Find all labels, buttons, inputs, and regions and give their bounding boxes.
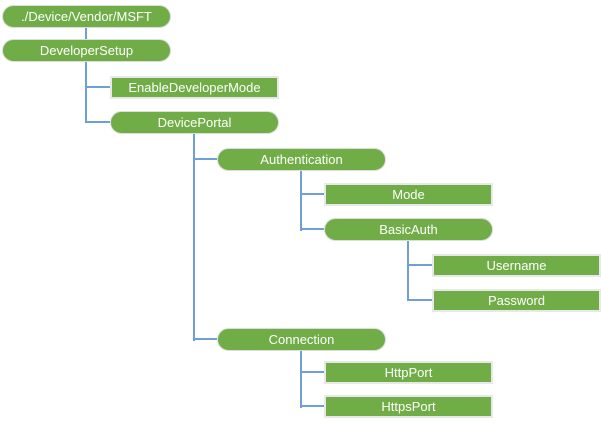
node-mode: Mode — [324, 183, 493, 206]
node-root-path: ./Device/Vendor/MSFT — [2, 5, 171, 28]
connector-to-deviceportal — [85, 121, 110, 123]
node-authentication: Authentication — [217, 148, 386, 171]
node-httpport: HttpPort — [324, 361, 493, 384]
node-developersetup: DeveloperSetup — [2, 39, 171, 62]
connector-to-username — [407, 264, 432, 266]
connector-basicauth-trunk — [407, 241, 409, 301]
connector-deviceportal-trunk — [193, 134, 195, 341]
connector-developersetup-trunk — [85, 62, 87, 123]
connector-to-basicauth — [300, 228, 324, 230]
connector-to-mode — [300, 193, 324, 195]
node-connection: Connection — [217, 328, 386, 351]
connector-to-password — [407, 299, 432, 301]
connector-to-httpsport — [300, 405, 324, 407]
connector-to-authentication — [193, 158, 217, 160]
connector-to-connection — [193, 338, 217, 340]
node-password: Password — [432, 289, 601, 312]
node-username: Username — [432, 254, 601, 277]
connector-to-httpport — [300, 371, 324, 373]
connector-root-to-developersetup — [85, 28, 87, 40]
node-deviceportal: DevicePortal — [110, 111, 279, 134]
connector-authentication-trunk — [300, 171, 302, 231]
node-basicauth: BasicAuth — [324, 218, 493, 241]
connector-connection-trunk — [300, 351, 302, 408]
node-enabledevelopermode: EnableDeveloperMode — [110, 76, 279, 99]
connector-to-enabledevelopermode — [85, 86, 110, 88]
node-httpsport: HttpsPort — [324, 395, 493, 418]
